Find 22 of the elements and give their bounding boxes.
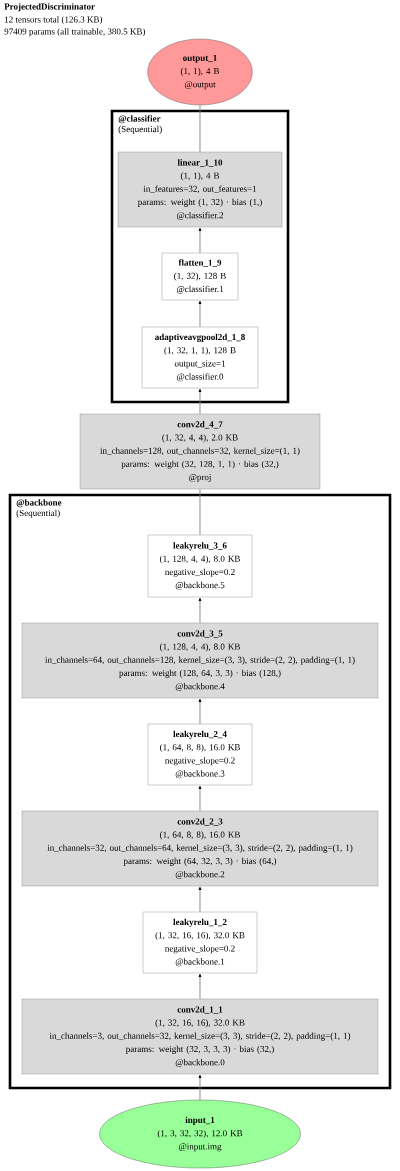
title: ProjectedDiscriminator: [4, 3, 95, 12]
layer-box: linear_1_10 (1, 1), 4 B in_features=32, out_features=1 params: weight (1, 32) · bias (1,) @classifier.2: [117, 151, 283, 228]
layer-box: leakyrelu_1_2 (1, 32, 16, 16), 32.0 KB negative_slope=0.2 @backbone.1: [142, 911, 258, 974]
layer-box: flatten_1_9 (1, 32), 128 B @classifier.1: [161, 252, 239, 301]
layer-box: conv2d_4_7 (1, 32, 4, 4), 2.0 KB in_channels=128, out_channels=32, kernel_size=(1, 1) params: weight (32, 128, 1, 1) · bias (32,) @proj: [79, 413, 321, 490]
layer-box: leakyrelu_3_6 (1, 128, 4, 4), 8.0 KB negative_slope=0.2 @backbone.5: [147, 534, 253, 598]
layer-box: conv2d_3_5 (1, 128, 4, 4), 8.0 KB in_channels=64, out_channels=128, kernel_size=(3, 3), stride=(2, 2), padding=(1, 1) params: weight (128, 64, 3, 3) · bias (128,) @backbone.4: [21, 622, 379, 699]
arrow: [198, 698, 202, 725]
layer-box: leakyrelu_2_4 (1, 64, 8, 8), 16.0 KB negative_slope=0.2 @backbone.3: [147, 723, 253, 786]
arrow: [198, 227, 202, 254]
layer-box: conv2d_2_3 (1, 64, 8, 8), 16.0 KB in_channels=32, out_channels=64, kernel_size=(3, 3), stride=(2, 2), padding=(1, 1) params: weight (64, 32, 3, 3) · bias (64,) @backbone.2: [21, 810, 379, 887]
layer-box: conv2d_1_1 (1, 32, 16, 16), 32.0 KB in_channels=3, out_channels=32, kernel_size=(3, 3), stride=(2, 2), padding=(1, 1) params: weight (32, 3, 3, 3) · bias (32,) @backbone.0: [21, 998, 379, 1075]
arrow: [198, 388, 202, 415]
arrow: [198, 973, 202, 1000]
layer-box: adaptiveavgpool2d_1_8 (1, 32, 1, 1), 128 B output_size=1 @classifier.0: [141, 326, 259, 389]
arrow: [198, 1074, 202, 1101]
arrow: [198, 300, 202, 328]
summary-text: 12 tensors total (126.3 KB): [5, 16, 103, 25]
arrow: [198, 597, 202, 624]
summary-text: 97409 params (all trainable, 380.5 KB): [4, 28, 146, 37]
arrow: [198, 785, 202, 812]
arrow: [198, 886, 202, 913]
